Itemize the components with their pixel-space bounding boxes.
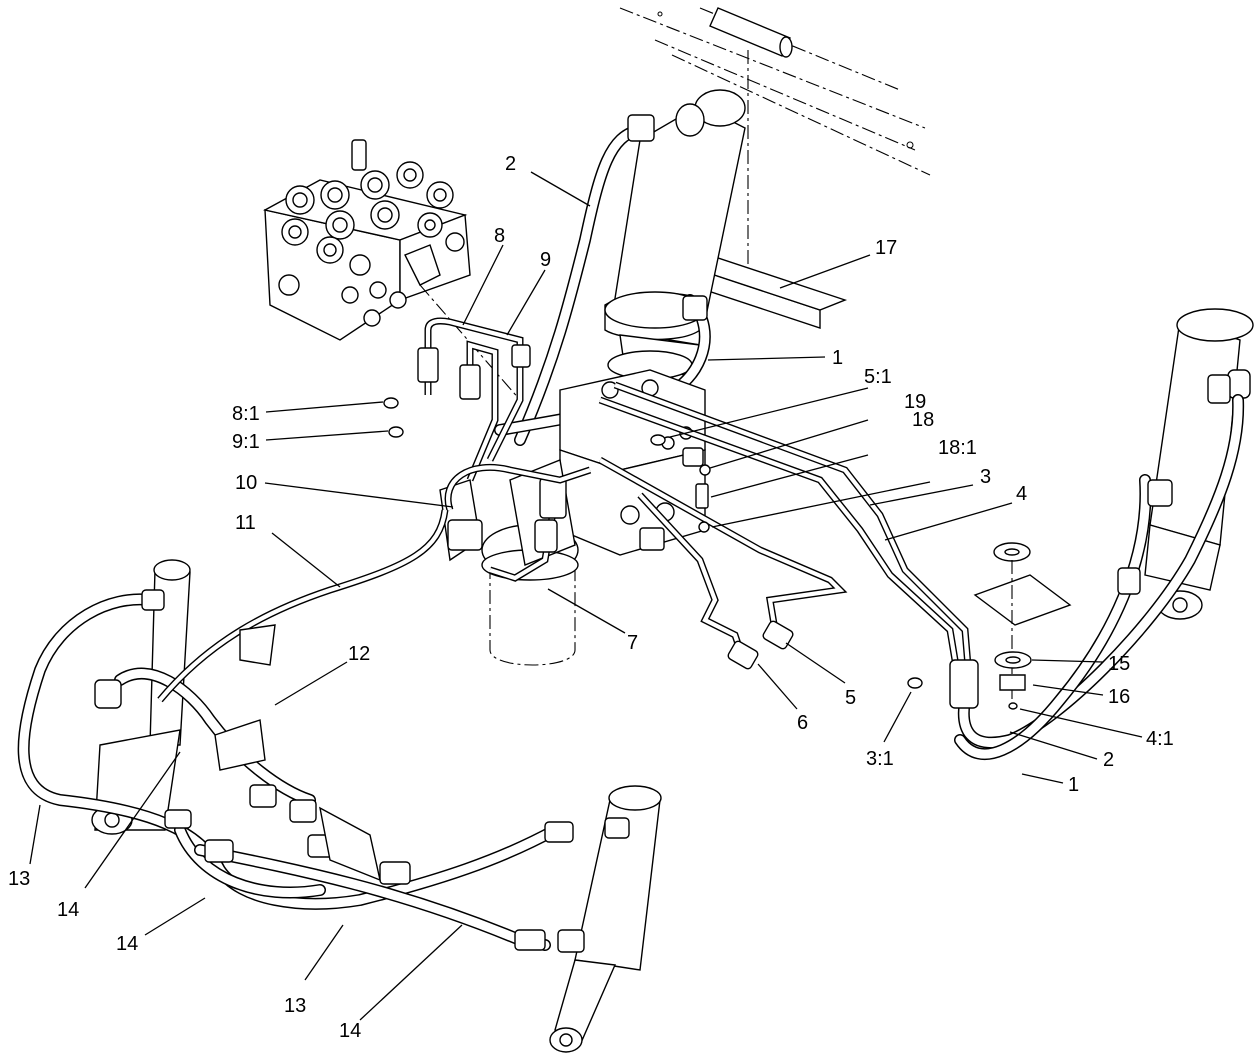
steering-cylinder: [604, 89, 746, 380]
hose-1-2-right: [949, 374, 1245, 761]
callout-7: 7: [627, 632, 638, 654]
tube-3-4: [598, 381, 974, 691]
callout-14-left: 14: [57, 899, 79, 921]
callout-6: 6: [797, 712, 808, 734]
callout-9-1: 9:1: [232, 431, 260, 453]
callout-18: 18: [912, 409, 934, 431]
callout-2-top: 2: [505, 153, 516, 175]
callout-3-1: 3:1: [866, 748, 894, 770]
callout-13-left: 13: [8, 868, 30, 890]
right-cylinder: [1144, 308, 1254, 620]
bracket-15-16: [973, 542, 1072, 710]
callout-8-1: 8:1: [232, 403, 260, 425]
callout-16: 16: [1108, 686, 1130, 708]
callout-1-top: 1: [832, 347, 843, 369]
control-valve-block: [263, 139, 521, 401]
callout-1-right: 1: [1068, 774, 1079, 796]
fitting-18-19: [661, 436, 711, 533]
callout-9: 9: [540, 249, 551, 271]
callout-18-1: 18:1: [938, 437, 977, 459]
callout-14-bottom: 14: [339, 1020, 361, 1042]
hose-13-14-left: [17, 589, 574, 951]
tube-5-6: [598, 456, 848, 670]
callout-10: 10: [235, 472, 257, 494]
callout-13-bottom: 13: [284, 995, 306, 1017]
callout-labels: 2 17 8 9 1 5:1 8:1 19 18 9:1 18:1 10 3 4…: [8, 153, 1174, 1042]
callout-17: 17: [875, 237, 897, 259]
tube-10: [444, 463, 592, 551]
callout-19: 19: [904, 391, 926, 413]
tube-11-12: [157, 509, 449, 771]
callout-4: 4: [1016, 483, 1027, 505]
tube-7: [488, 477, 567, 582]
o-rings: [383, 397, 923, 689]
callout-11: 11: [235, 512, 256, 534]
tube-8-9: [417, 317, 531, 482]
callout-5: 5: [845, 687, 856, 709]
frame-member: [619, 7, 931, 300]
hose-2-upper: [514, 114, 655, 446]
callout-3: 3: [980, 466, 991, 488]
callout-4-1: 4:1: [1146, 728, 1174, 750]
front-right-cylinder: [549, 785, 662, 1053]
callout-5-1: 5:1: [864, 366, 892, 388]
callout-14-mid: 14: [116, 933, 138, 955]
callout-15: 15: [1108, 653, 1130, 675]
callout-8: 8: [494, 225, 505, 247]
callout-2-right: 2: [1103, 749, 1114, 771]
callout-12: 12: [348, 643, 370, 665]
leader-lines: [29, 171, 1143, 1021]
